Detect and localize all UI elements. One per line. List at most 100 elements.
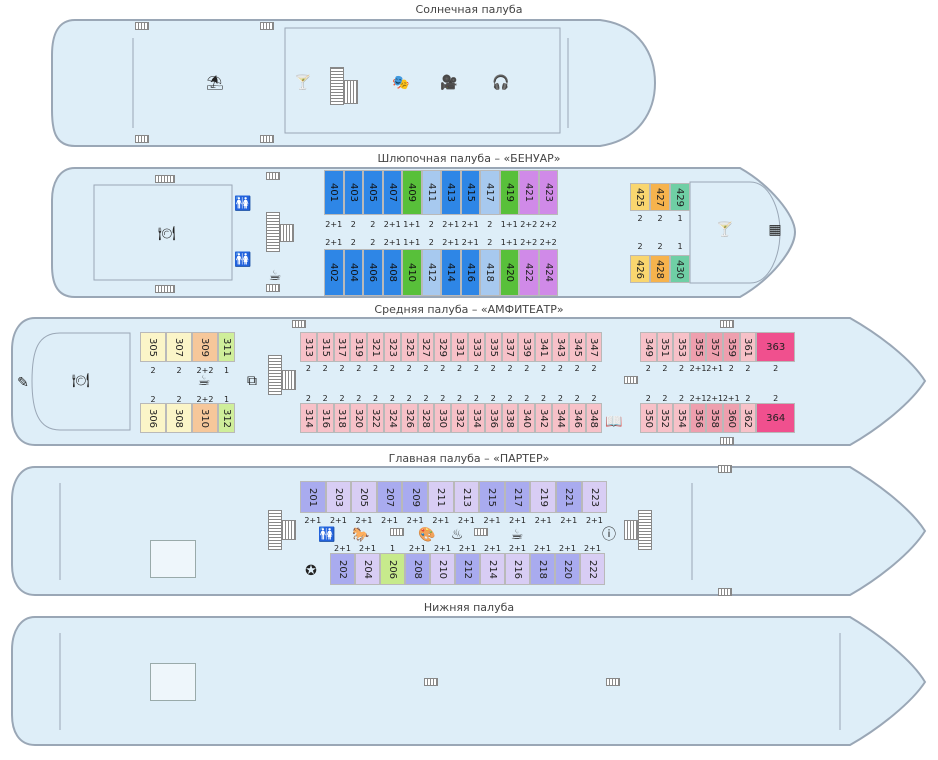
cabin-321[interactable]: 321 xyxy=(367,332,384,362)
cabin-319[interactable]: 319 xyxy=(350,332,368,362)
cabin-334[interactable]: 334 xyxy=(468,403,485,433)
cabin-344[interactable]: 344 xyxy=(552,403,569,433)
cabin-430[interactable]: 430 xyxy=(670,255,690,283)
cabin-363[interactable]: 363 xyxy=(756,332,796,362)
cabin-401[interactable]: 401 xyxy=(324,170,344,215)
cabin-354[interactable]: 354 xyxy=(673,403,690,433)
cabin-221[interactable]: 221 xyxy=(556,481,582,513)
cabin-338[interactable]: 338 xyxy=(501,403,519,433)
cabin-306[interactable]: 306 xyxy=(140,403,166,433)
cabin-217[interactable]: 217 xyxy=(504,481,531,513)
cabin-347[interactable]: 347 xyxy=(585,332,603,362)
cabin-419[interactable]: 419 xyxy=(499,170,519,215)
cabin-223[interactable]: 223 xyxy=(581,481,608,513)
cabin-337[interactable]: 337 xyxy=(501,332,519,362)
cabin-202[interactable]: 202 xyxy=(330,553,355,585)
cabin-201[interactable]: 201 xyxy=(300,481,326,513)
cabin-315[interactable]: 315 xyxy=(316,332,334,362)
cabin-339[interactable]: 339 xyxy=(518,332,536,362)
cabin-351[interactable]: 351 xyxy=(656,332,674,362)
cabin-426[interactable]: 426 xyxy=(630,255,650,283)
cabin-333[interactable]: 333 xyxy=(468,332,485,362)
cabin-204[interactable]: 204 xyxy=(355,553,380,585)
cabin-215[interactable]: 215 xyxy=(479,481,505,513)
cabin-406[interactable]: 406 xyxy=(363,249,383,296)
cabin-318[interactable]: 318 xyxy=(333,403,351,433)
cabin-403[interactable]: 403 xyxy=(343,170,363,215)
cabin-316[interactable]: 316 xyxy=(316,403,334,433)
cabin-332[interactable]: 332 xyxy=(451,403,468,433)
cabin-346[interactable]: 346 xyxy=(568,403,586,433)
cabin-414[interactable]: 414 xyxy=(441,249,461,296)
cabin-429[interactable]: 429 xyxy=(670,183,690,211)
cabin-320[interactable]: 320 xyxy=(350,403,368,433)
cabin-421[interactable]: 421 xyxy=(519,170,539,215)
cabin-420[interactable]: 420 xyxy=(499,249,519,296)
cabin-212[interactable]: 212 xyxy=(455,553,480,585)
cabin-220[interactable]: 220 xyxy=(555,553,580,585)
cabin-416[interactable]: 416 xyxy=(460,249,480,296)
cabin-359[interactable]: 359 xyxy=(723,332,740,362)
cabin-205[interactable]: 205 xyxy=(351,481,377,513)
cabin-348[interactable]: 348 xyxy=(585,403,603,433)
cabin-216[interactable]: 216 xyxy=(505,553,530,585)
cabin-360[interactable]: 360 xyxy=(723,403,740,433)
cabin-357[interactable]: 357 xyxy=(706,332,723,362)
cabin-311[interactable]: 311 xyxy=(218,332,235,362)
cabin-349[interactable]: 349 xyxy=(640,332,657,362)
cabin-415[interactable]: 415 xyxy=(460,170,480,215)
cabin-356[interactable]: 356 xyxy=(689,403,707,433)
cabin-343[interactable]: 343 xyxy=(552,332,569,362)
cabin-328[interactable]: 328 xyxy=(417,403,435,433)
cabin-412[interactable]: 412 xyxy=(421,249,441,296)
cabin-314[interactable]: 314 xyxy=(300,403,317,433)
cabin-342[interactable]: 342 xyxy=(535,403,552,433)
cabin-340[interactable]: 340 xyxy=(518,403,536,433)
cabin-322[interactable]: 322 xyxy=(367,403,384,433)
cabin-364[interactable]: 364 xyxy=(756,403,796,433)
cabin-208[interactable]: 208 xyxy=(405,553,430,585)
cabin-418[interactable]: 418 xyxy=(480,249,500,296)
cabin-323[interactable]: 323 xyxy=(384,332,401,362)
cabin-206[interactable]: 206 xyxy=(380,553,405,585)
cabin-329[interactable]: 329 xyxy=(434,332,452,362)
cabin-352[interactable]: 352 xyxy=(656,403,674,433)
cabin-345[interactable]: 345 xyxy=(568,332,586,362)
cabin-305[interactable]: 305 xyxy=(140,332,166,362)
cabin-424[interactable]: 424 xyxy=(538,249,558,296)
cabin-309[interactable]: 309 xyxy=(192,332,218,362)
cabin-362[interactable]: 362 xyxy=(739,403,757,433)
cabin-210[interactable]: 210 xyxy=(430,553,455,585)
cabin-310[interactable]: 310 xyxy=(192,403,218,433)
cabin-209[interactable]: 209 xyxy=(402,481,428,513)
cabin-324[interactable]: 324 xyxy=(384,403,401,433)
cabin-203[interactable]: 203 xyxy=(325,481,352,513)
cabin-317[interactable]: 317 xyxy=(333,332,351,362)
cabin-219[interactable]: 219 xyxy=(530,481,556,513)
cabin-427[interactable]: 427 xyxy=(650,183,670,211)
cabin-207[interactable]: 207 xyxy=(376,481,403,513)
cabin-408[interactable]: 408 xyxy=(382,249,402,296)
cabin-308[interactable]: 308 xyxy=(166,403,192,433)
cabin-313[interactable]: 313 xyxy=(300,332,317,362)
cabin-326[interactable]: 326 xyxy=(400,403,418,433)
cabin-312[interactable]: 312 xyxy=(218,403,235,433)
cabin-358[interactable]: 358 xyxy=(706,403,723,433)
cabin-361[interactable]: 361 xyxy=(739,332,757,362)
cabin-325[interactable]: 325 xyxy=(400,332,418,362)
cabin-327[interactable]: 327 xyxy=(417,332,435,362)
cabin-222[interactable]: 222 xyxy=(580,553,605,585)
cabin-407[interactable]: 407 xyxy=(382,170,402,215)
cabin-307[interactable]: 307 xyxy=(166,332,192,362)
cabin-402[interactable]: 402 xyxy=(324,249,344,296)
cabin-330[interactable]: 330 xyxy=(434,403,452,433)
cabin-211[interactable]: 211 xyxy=(428,481,454,513)
cabin-336[interactable]: 336 xyxy=(484,403,502,433)
cabin-213[interactable]: 213 xyxy=(453,481,480,513)
cabin-353[interactable]: 353 xyxy=(673,332,690,362)
cabin-341[interactable]: 341 xyxy=(535,332,552,362)
cabin-411[interactable]: 411 xyxy=(421,170,441,215)
cabin-405[interactable]: 405 xyxy=(363,170,383,215)
cabin-331[interactable]: 331 xyxy=(451,332,468,362)
cabin-218[interactable]: 218 xyxy=(530,553,555,585)
